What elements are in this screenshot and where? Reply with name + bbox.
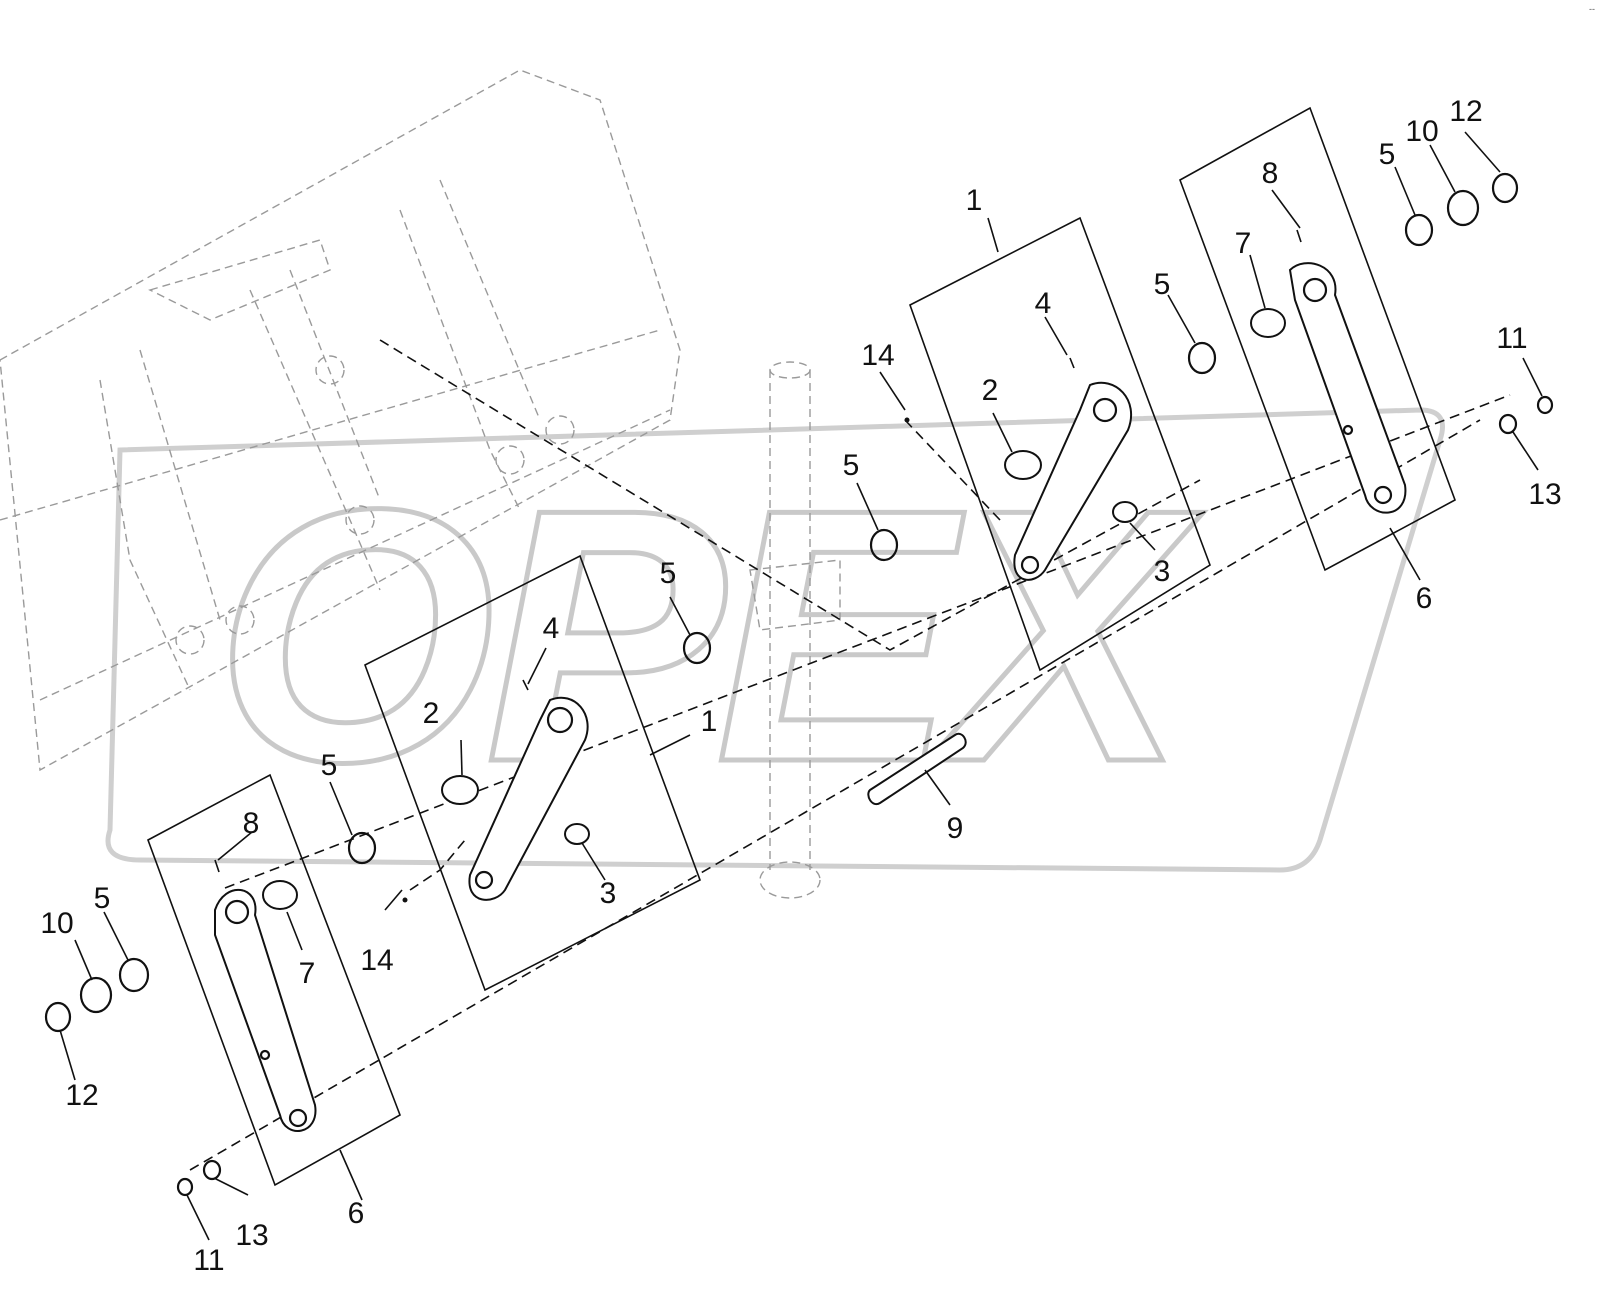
callout-right-lever-washer: 5 — [1379, 138, 1396, 171]
right-lever-washer-10 — [1446, 189, 1480, 227]
callout-right-lever: 6 — [1416, 582, 1433, 615]
corner-mark: -- — [1589, 4, 1595, 14]
left-lever — [214, 889, 317, 1132]
right-lever-snap-ring-12 — [1491, 172, 1519, 204]
right-lever-ring-11 — [1536, 395, 1554, 415]
left-grease-point — [402, 897, 408, 903]
left-lever-pin — [214, 859, 220, 873]
watermark: OPEX — [105, 407, 1445, 873]
callout-left-bushing: 2 — [423, 697, 440, 730]
left-lever-bore — [224, 899, 250, 925]
callout-right-lever-pin: 8 — [1262, 157, 1279, 190]
right-lever-bore — [1302, 277, 1328, 303]
callouts: 1 2 3 4 5 5 14 1 2 3 4 5 5 14 6 7 8 5 10… — [40, 95, 1561, 1277]
callout-right-lever-ring-11: 11 — [1496, 322, 1527, 355]
right-link-assembly — [869, 216, 1217, 672]
right-pin-small — [1069, 357, 1075, 369]
left-lever-assembly — [44, 773, 401, 1197]
right-link-frame — [909, 216, 1211, 672]
callout-right-bushing: 2 — [982, 374, 999, 407]
callout-right-lever-ring-13: 13 — [1528, 478, 1561, 511]
right-link — [1013, 381, 1133, 581]
leader-lines — [59, 131, 1543, 1241]
right-lever-ring-13 — [1498, 413, 1518, 435]
right-washer-a — [869, 528, 899, 562]
cylinder-ghost — [749, 361, 841, 899]
left-lever-ring-11 — [176, 1177, 194, 1197]
callout-left-washer-b: 5 — [660, 557, 677, 590]
right-lever — [1288, 262, 1407, 514]
callout-right-lever-snap-12: 12 — [1449, 95, 1482, 128]
left-link-bore — [546, 706, 574, 734]
right-lever-bushing — [1250, 308, 1286, 338]
callout-left-grease: 14 — [360, 944, 393, 977]
right-grease-point — [904, 417, 910, 423]
right-link-bore — [1092, 397, 1118, 423]
left-lever-bushing — [262, 880, 298, 910]
left-link-hole-lower — [474, 870, 494, 890]
callout-left-lever-washer-10: 10 — [40, 907, 73, 940]
callout-left-lever-ring-11: 11 — [193, 1244, 224, 1277]
callout-left-pin-small: 4 — [543, 612, 560, 645]
left-lever-hole-mid — [259, 1049, 271, 1061]
callout-right-grease: 14 — [861, 339, 894, 372]
grease-line-right — [904, 419, 1001, 521]
left-lever-frame — [147, 773, 401, 1187]
left-lever-ring-13 — [202, 1159, 222, 1181]
bucket-axis-line — [379, 339, 1201, 651]
left-fitting — [564, 823, 590, 845]
right-lever-frame — [1179, 106, 1456, 572]
callout-right-washer-a: 5 — [843, 449, 860, 482]
center-rod-assembly — [867, 732, 967, 806]
callout-left-lever: 6 — [348, 1197, 365, 1230]
left-link-assembly — [347, 554, 712, 992]
left-lever-washer-10 — [79, 976, 113, 1014]
left-bushing — [441, 775, 479, 805]
callout-left-lever-ring-13: 13 — [235, 1219, 268, 1252]
left-washer-a — [347, 831, 377, 865]
callout-right-pin-small: 4 — [1035, 287, 1052, 320]
callout-right-lever-bushing: 7 — [1235, 227, 1252, 260]
bucket-outline — [0, 69, 681, 772]
right-washer-b — [1187, 341, 1217, 375]
left-lever-washer — [118, 957, 150, 993]
callout-right-fitting: 3 — [1154, 555, 1171, 588]
right-lever-washer — [1404, 213, 1434, 247]
callout-right-washer-b: 5 — [1154, 268, 1171, 301]
left-link — [468, 696, 589, 901]
callout-center-rod: 9 — [947, 812, 964, 845]
left-washer-b — [682, 631, 712, 665]
center-rod — [867, 732, 967, 806]
right-lever-assembly — [1179, 106, 1554, 572]
callout-left-lever-washer: 5 — [94, 882, 111, 915]
right-fitting — [1112, 501, 1138, 523]
lower-axis-line — [189, 419, 1481, 1171]
right-lever-hole-lower — [1373, 485, 1393, 505]
left-pin-small — [522, 679, 529, 691]
callout-left-link: 1 — [701, 705, 718, 738]
left-link-frame — [364, 554, 701, 992]
callout-left-fitting: 3 — [600, 877, 617, 910]
right-lever-pin — [1296, 229, 1302, 243]
callout-left-lever-pin: 8 — [243, 807, 260, 840]
callout-left-lever-snap-12: 12 — [65, 1079, 98, 1112]
watermark-gear — [105, 407, 1445, 873]
callout-left-lever-bushing: 7 — [299, 957, 316, 990]
main-axis-line — [224, 394, 1511, 889]
left-lever-snap-ring-12 — [44, 1001, 72, 1033]
callout-right-lever-washer-10: 10 — [1405, 115, 1438, 148]
callout-left-washer-a: 5 — [321, 749, 338, 782]
right-link-hole-lower — [1020, 555, 1040, 575]
right-lever-hole-mid — [1342, 424, 1354, 436]
callout-right-link: 1 — [966, 184, 983, 217]
right-bushing — [1004, 450, 1042, 480]
left-lever-hole-lower — [288, 1108, 308, 1128]
